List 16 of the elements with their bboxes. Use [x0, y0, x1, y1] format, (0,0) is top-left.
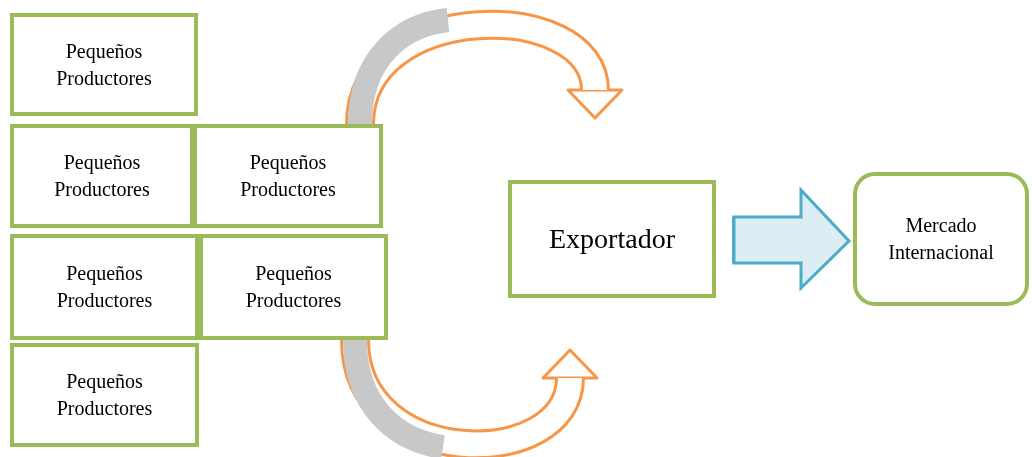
process-box: [508, 180, 716, 298]
process-box: [10, 343, 199, 447]
box-label: Pequeños Productores: [55, 38, 153, 91]
process-box: [10, 234, 199, 340]
box-label: Pequeños Productores: [239, 150, 337, 202]
box-label: Pequeños Productores: [244, 261, 343, 313]
box-label: Mercado Internacional: [887, 213, 995, 265]
box-label: Pequeños Productores: [55, 369, 154, 421]
process-box: [193, 124, 383, 228]
box-label: Pequeños Productores: [53, 150, 151, 202]
process-box: [199, 234, 388, 340]
process-box: [10, 124, 194, 228]
box-label: Exportador: [548, 222, 676, 256]
rounded-box: [853, 172, 1029, 306]
box-label: Pequeños Productores: [55, 261, 154, 313]
process-box: [10, 13, 198, 116]
